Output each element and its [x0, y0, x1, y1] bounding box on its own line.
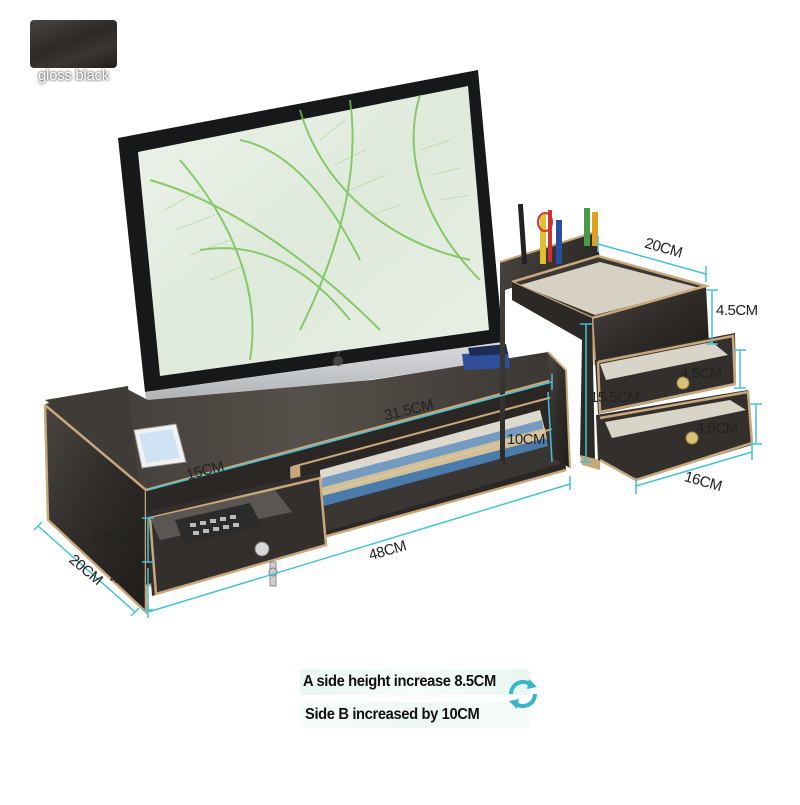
refresh-icon	[508, 679, 538, 709]
caption-side-b: Side B increased by 10CM	[305, 706, 480, 723]
dim-total-width: 48CM	[367, 537, 408, 564]
color-swatch[interactable]	[30, 20, 117, 68]
apple-logo-icon	[333, 350, 343, 366]
caption-highlight	[300, 669, 530, 695]
dim-base-height: 4CM	[110, 570, 140, 587]
leaf-pattern	[149, 94, 481, 361]
dim-right-drawer2: 4.5CM	[696, 420, 738, 437]
monitor-riser	[43, 344, 571, 615]
dim-drawer-height: 4.5CM	[92, 528, 134, 545]
caption-side-a: A side height increase 8.5CM	[303, 673, 496, 690]
right-organizer	[499, 203, 754, 482]
books	[320, 410, 548, 506]
pens	[517, 203, 598, 265]
phone	[133, 423, 187, 469]
color-swatch-label: gloss black	[38, 67, 109, 84]
dim-shelf-height: 10CM	[507, 431, 545, 448]
caption-highlight	[300, 702, 530, 728]
dim-right-height: 15.5CM	[590, 389, 640, 406]
dim-right-width: 16CM	[682, 468, 723, 495]
dimension-lines	[33, 236, 762, 618]
dim-right-top-height: 4.5CM	[716, 302, 758, 319]
dim-right-drawer1: 4.5CM	[680, 365, 722, 382]
stapler	[462, 344, 510, 370]
